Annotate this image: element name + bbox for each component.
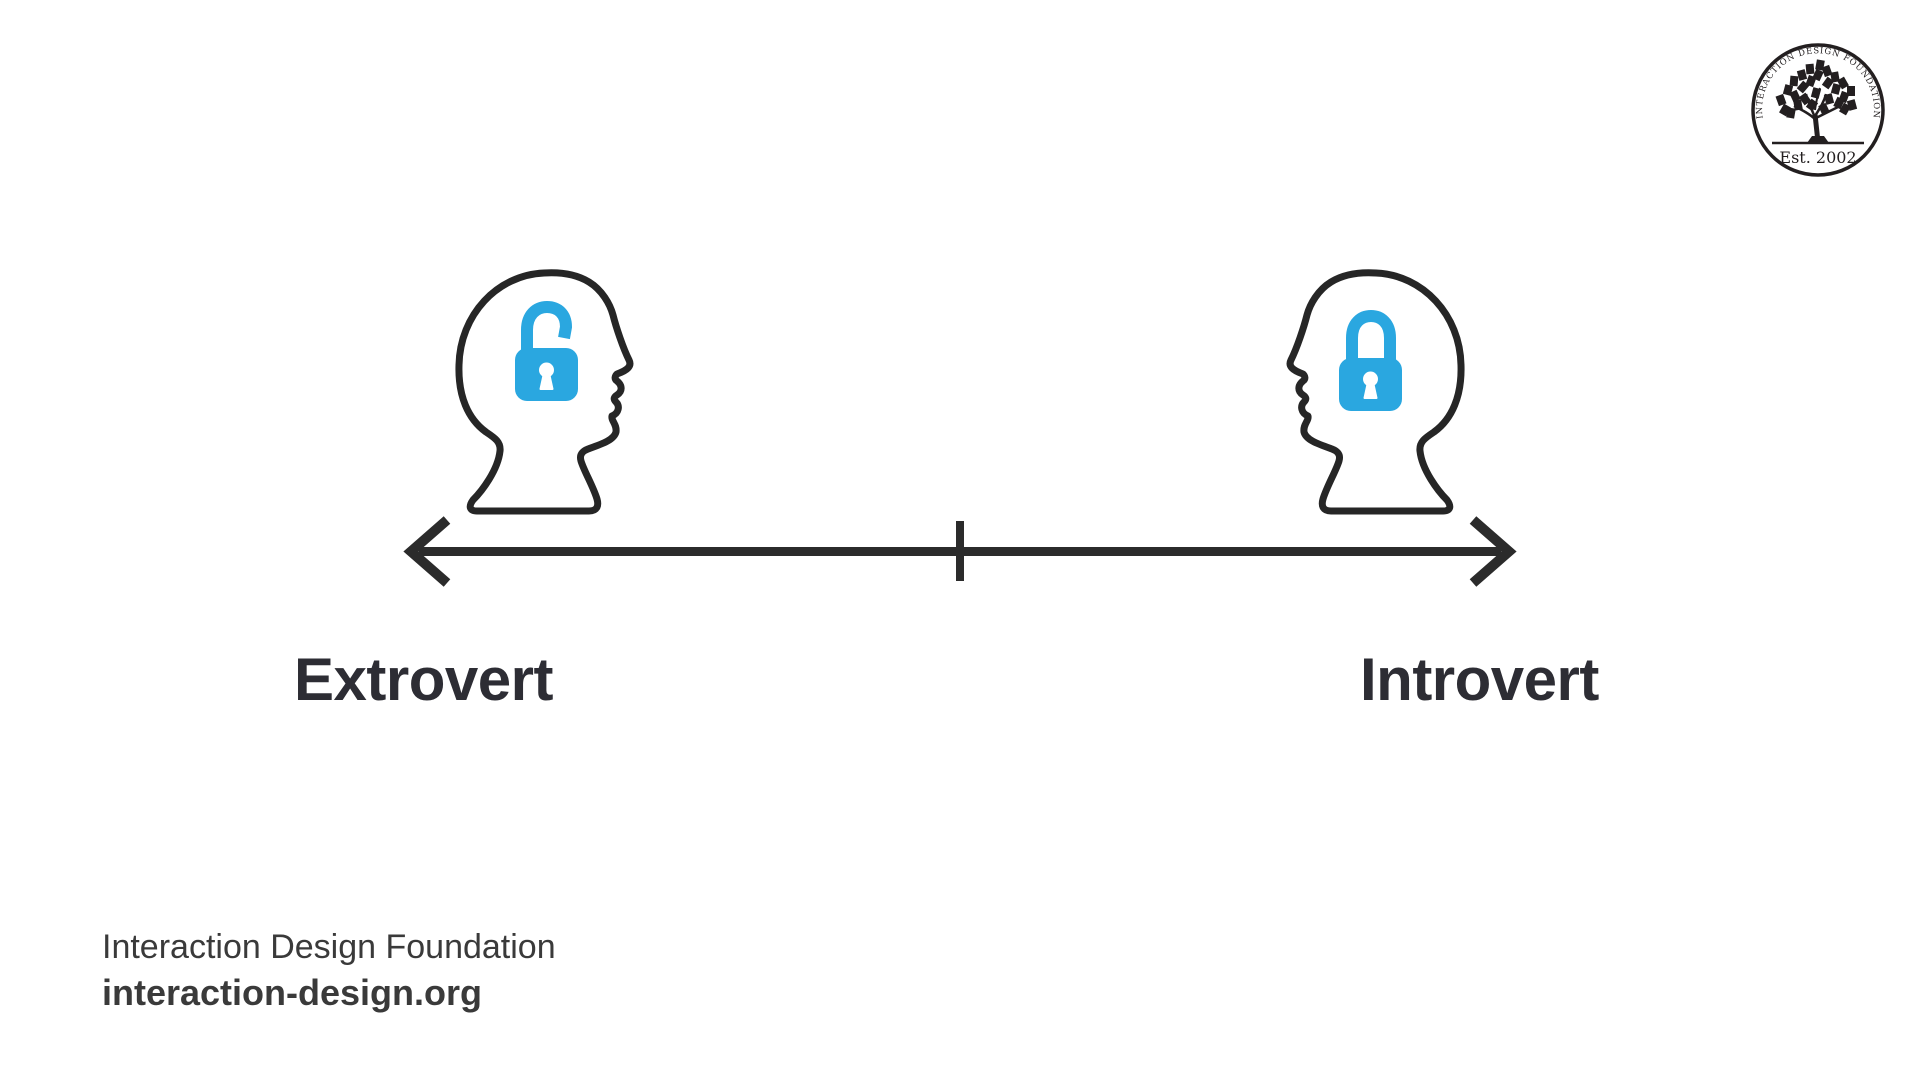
locked-padlock-icon — [1339, 309, 1402, 411]
idf-logo: INTERACTION DESIGN FOUNDATION — [1751, 43, 1885, 177]
introvert-label: Introvert — [1360, 646, 1599, 713]
spectrum-axis-arrow — [403, 516, 1517, 587]
footer-org-name: Interaction Design Foundation — [102, 928, 556, 966]
logo-tree-icon — [1772, 59, 1864, 145]
logo-est-text: Est. 2002 — [1779, 148, 1856, 167]
footer-website: interaction-design.org — [102, 972, 483, 1013]
unlocked-padlock-icon — [515, 300, 578, 401]
footer: Interaction Design Foundation interactio… — [102, 925, 556, 1016]
extrovert-label: Extrovert — [294, 646, 553, 713]
left-arrowhead-icon — [403, 516, 451, 587]
right-arrowhead-icon — [1469, 516, 1517, 587]
